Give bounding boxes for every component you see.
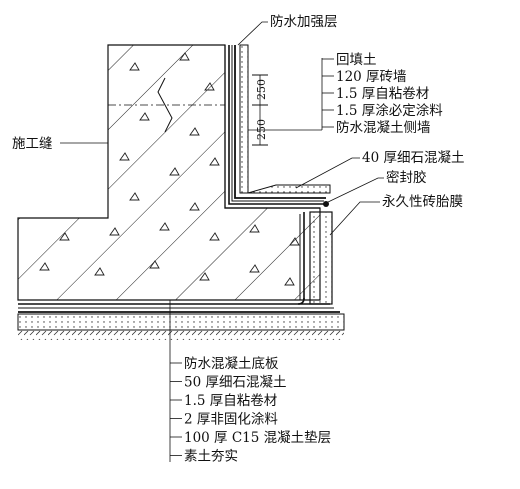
aggregate-mark bbox=[159, 222, 170, 231]
floor_layers-label: 50 厚细石混凝土 bbox=[184, 375, 286, 391]
aggregate-mark bbox=[179, 52, 190, 61]
fine-concrete-cap bbox=[247, 184, 331, 207]
reinforcement-leader bbox=[237, 21, 268, 46]
corner_layers-label: 40 厚细石混凝土 bbox=[362, 150, 464, 166]
aggregate-mark bbox=[209, 232, 220, 241]
construction-joint-label: 施工缝 bbox=[12, 136, 53, 152]
wall_layers-label: 回填土 bbox=[336, 52, 377, 68]
aggregate-mark bbox=[289, 237, 300, 246]
floor_layers-label: 素土夯实 bbox=[184, 449, 238, 465]
aggregate-mark bbox=[39, 262, 50, 271]
dimension-marks bbox=[252, 74, 268, 146]
aggregate-mark bbox=[139, 112, 150, 121]
permanent-brick-form bbox=[297, 211, 333, 305]
reinforcement-label: 防水加强层 bbox=[270, 14, 338, 30]
aggregate-mark bbox=[189, 127, 200, 136]
aggregate-mark bbox=[204, 82, 215, 91]
aggregate-mark bbox=[249, 264, 260, 273]
corner_layers-label: 密封胶 bbox=[386, 169, 427, 186]
aggregate-mark bbox=[189, 202, 200, 211]
floor_layers-label: 100 厚 C15 混凝土垫层 bbox=[184, 430, 331, 446]
aggregate-mark bbox=[199, 272, 210, 281]
wall-layer-leader bbox=[248, 58, 323, 131]
wall_layers-label: 防水混凝土侧墙 bbox=[336, 120, 431, 136]
aggregate-mark bbox=[129, 62, 140, 71]
brick-wall bbox=[239, 44, 249, 194]
aggregate-mark bbox=[169, 167, 180, 176]
concrete-aggregate-marks bbox=[39, 52, 300, 286]
aggregate-mark bbox=[209, 157, 220, 166]
aggregate-mark bbox=[284, 277, 295, 286]
dimension-upper: 250 bbox=[255, 79, 268, 100]
aggregate-mark bbox=[149, 260, 160, 269]
corner_layers-label: 永久性砖胎膜 bbox=[382, 194, 463, 210]
wall_layers-label: 1.5 厚涂必定涂料 bbox=[336, 103, 443, 119]
corner-leaders bbox=[295, 157, 384, 236]
aggregate-mark bbox=[119, 152, 130, 161]
floor-layers bbox=[17, 303, 345, 340]
dimension-lower: 250 bbox=[255, 119, 268, 140]
aggregate-mark bbox=[129, 192, 140, 201]
aggregate-mark bbox=[94, 267, 105, 276]
construction-joint bbox=[60, 77, 225, 144]
wall_layers-label: 120 厚砖墙 bbox=[336, 69, 407, 85]
aggregate-mark bbox=[109, 227, 120, 236]
floor_layers-label: 1.5 厚自粘卷材 bbox=[184, 393, 277, 409]
aggregate-mark bbox=[249, 224, 260, 233]
aggregate-mark bbox=[59, 232, 70, 241]
floor_layers-label: 2 厚非固化涂料 bbox=[184, 412, 278, 428]
floor-layer-labels: 防水混凝土底板 50 厚细石混凝土 1.5 厚自粘卷材 2 厚非固化涂料 100 厚 C… bbox=[170, 356, 331, 465]
waterproof-concrete-structure bbox=[17, 44, 321, 301]
wall_layers-label: 1.5 厚自粘卷材 bbox=[336, 86, 429, 102]
floor_layers-label: 防水混凝土底板 bbox=[184, 356, 279, 372]
